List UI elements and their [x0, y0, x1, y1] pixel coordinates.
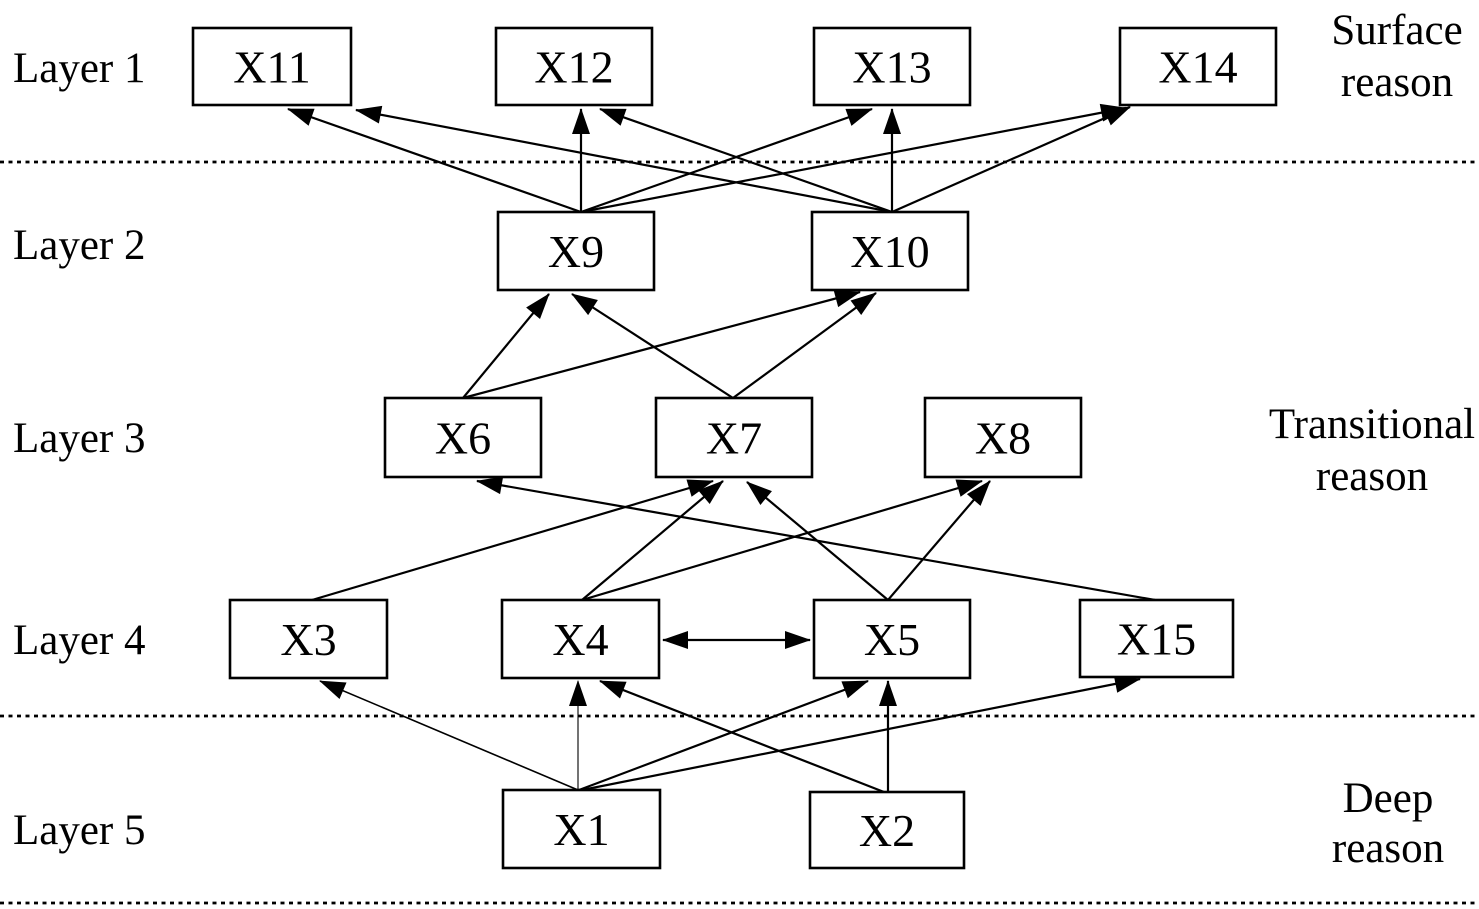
label-transitional-reason-line-1: Transitional — [1269, 401, 1475, 448]
label-deep-reason-line-1: Deep — [1343, 775, 1434, 822]
node-X1: X1 — [501, 788, 662, 870]
node-X14-box — [1118, 26, 1278, 107]
node-X13-box — [812, 26, 972, 107]
label-layer-2: Layer 2 — [13, 222, 146, 269]
node-X6-label: X6 — [435, 413, 491, 464]
label-layer-4: Layer 4 — [13, 617, 146, 664]
edge-X2-to-X4 — [599, 679, 885, 794]
node-X4-label: X4 — [552, 614, 608, 665]
edge-X10-to-X11 — [355, 105, 893, 214]
node-X12: X12 — [494, 26, 654, 107]
node-X8-box — [923, 396, 1083, 479]
node-X2-label: X2 — [859, 805, 915, 856]
node-X9-label: X9 — [548, 226, 604, 277]
node-X7-box — [654, 396, 814, 479]
edge-X1-to-X3 — [319, 680, 579, 791]
node-X15-label: X15 — [1117, 614, 1196, 665]
label-transitional-reason: Transitional reason — [1269, 401, 1475, 500]
node-X1-label: X1 — [553, 804, 609, 855]
edge-X4-to-X8 — [581, 479, 983, 602]
node-X8: X8 — [923, 396, 1083, 479]
label-deep-reason-line-2: reason — [1332, 825, 1444, 872]
edge-X6-to-X10 — [462, 289, 861, 400]
node-X9-box — [496, 210, 656, 292]
node-X4-box — [500, 598, 661, 680]
node-X12-box — [494, 26, 654, 107]
node-X10: X10 — [810, 210, 970, 292]
node-X7-label: X7 — [706, 413, 762, 464]
edge-X6-to-X9 — [462, 293, 550, 399]
label-transitional-reason-line-2: reason — [1316, 453, 1428, 500]
node-X3-label: X3 — [280, 614, 336, 665]
node-X5: X5 — [812, 598, 972, 680]
label-surface-reason-line-1: Surface — [1331, 7, 1462, 54]
node-X15-box — [1078, 598, 1235, 679]
node-X11-label: X11 — [233, 42, 311, 93]
edge-X3-to-X7 — [311, 479, 714, 602]
node-X5-box — [812, 598, 972, 680]
node-X3-box — [228, 598, 389, 680]
node-X12-label: X12 — [534, 42, 613, 93]
edge-X9-to-X13 — [580, 107, 873, 214]
edge-X1-to-X15 — [581, 675, 1141, 792]
label-layer-1: Layer 1 — [13, 45, 146, 92]
node-X6: X6 — [383, 396, 543, 479]
label-surface-reason-line-2: reason — [1341, 59, 1453, 106]
node-X2-box — [808, 790, 966, 870]
edge-X9-to-X14 — [580, 103, 1127, 214]
node-X11: X11 — [191, 26, 353, 107]
edge-X10-to-X14 — [891, 105, 1131, 214]
node-X14: X14 — [1118, 26, 1278, 107]
edge-X7-to-X9 — [571, 293, 734, 399]
label-layer-3: Layer 3 — [13, 415, 146, 462]
node-X11-box — [191, 26, 353, 107]
node-X6-box — [383, 396, 543, 479]
node-X2: X2 — [808, 790, 966, 870]
node-X8-label: X8 — [975, 413, 1031, 464]
edge-X15-to-X6 — [476, 476, 1156, 602]
edge-X4-to-X7 — [581, 480, 724, 601]
edge-X5-to-X8 — [887, 480, 991, 601]
node-X10-box — [810, 210, 970, 292]
node-X4: X4 — [500, 598, 661, 680]
node-X3: X3 — [228, 598, 389, 680]
node-X5-label: X5 — [864, 614, 920, 665]
label-layer-5: Layer 5 — [13, 807, 146, 854]
node-X10-label: X10 — [850, 226, 929, 277]
edge-X7-to-X10 — [732, 292, 877, 399]
node-X13-label: X13 — [852, 42, 931, 93]
label-surface-reason: Surface reason — [1331, 7, 1462, 106]
node-X14-label: X14 — [1158, 42, 1237, 93]
node-X1-box — [501, 788, 662, 870]
edge-X1-to-X5 — [578, 679, 869, 792]
edge-X9-to-X11 — [287, 107, 582, 214]
node-X9: X9 — [496, 210, 656, 292]
edge-X10-to-X12 — [599, 107, 893, 214]
node-X15: X15 — [1078, 598, 1235, 679]
node-X7: X7 — [654, 396, 814, 479]
node-X13: X13 — [812, 26, 972, 107]
